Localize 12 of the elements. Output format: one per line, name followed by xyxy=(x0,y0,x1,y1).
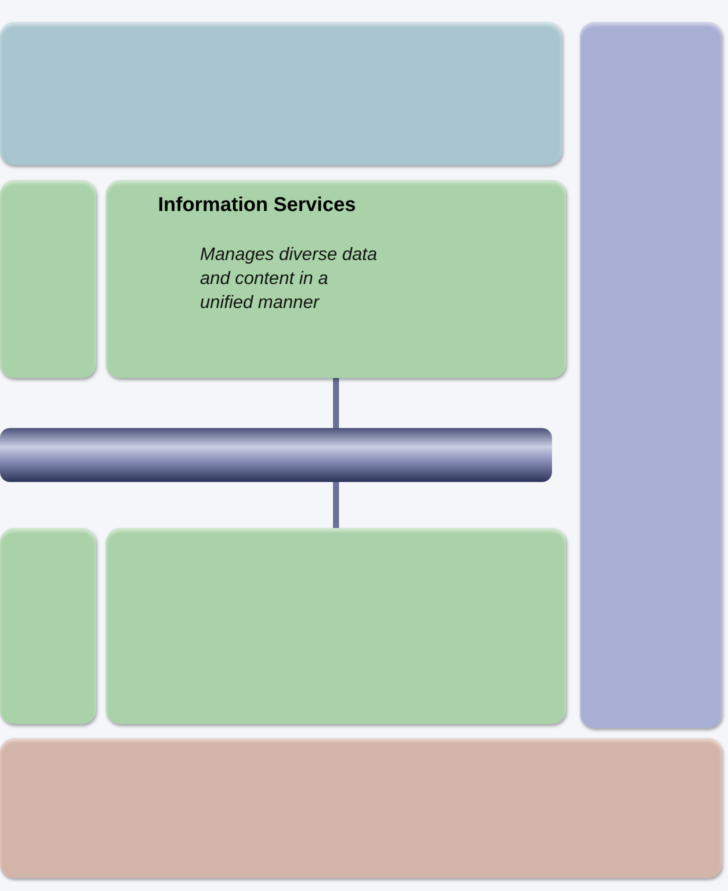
column-box xyxy=(580,22,722,728)
layer-box xyxy=(0,22,562,165)
service-box xyxy=(0,180,96,378)
connector-line xyxy=(333,378,339,428)
service-box xyxy=(106,180,566,378)
service-box xyxy=(0,528,96,724)
bus-bar xyxy=(0,428,552,482)
box-heading: Information Services xyxy=(158,194,356,217)
layer-box xyxy=(0,738,722,878)
connector-line xyxy=(333,482,339,528)
box-description: Manages diverse data and content in a unified manner xyxy=(200,243,378,314)
service-box xyxy=(106,528,566,724)
